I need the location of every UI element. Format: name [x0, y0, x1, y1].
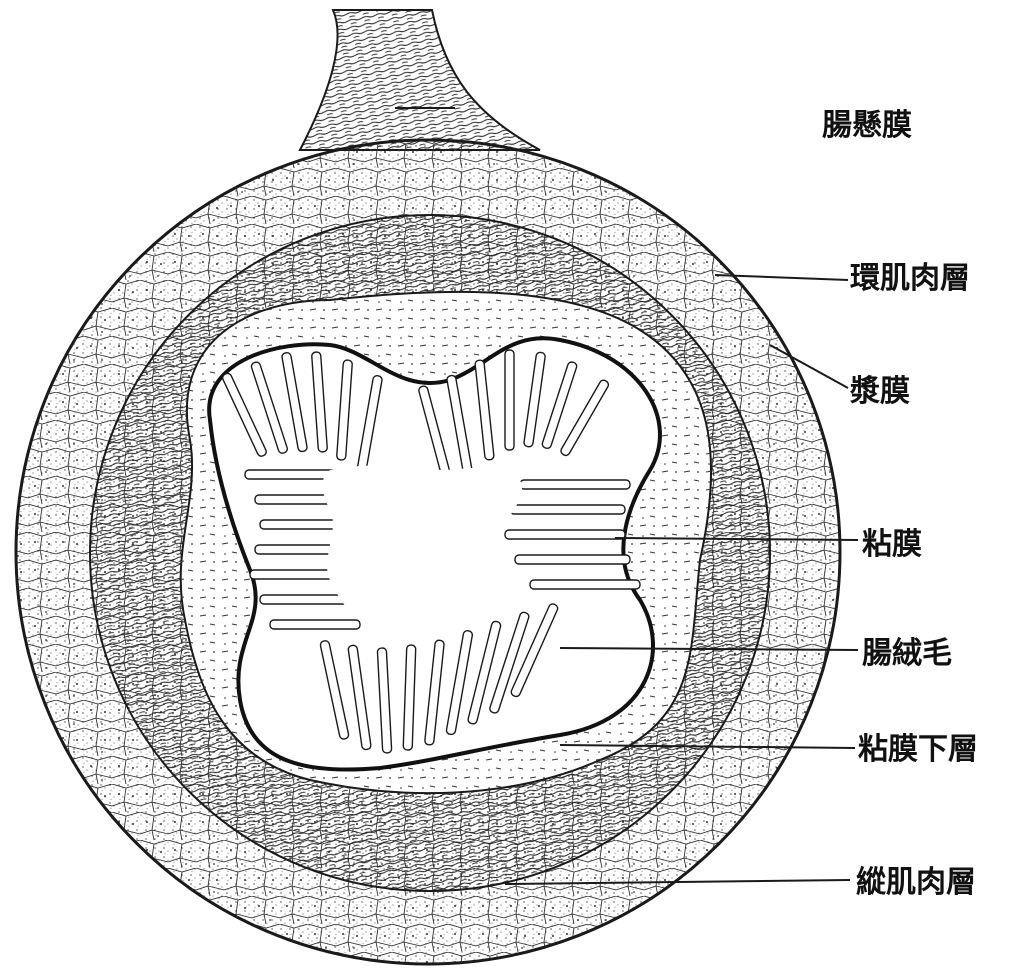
label-serosa: 漿膜: [850, 377, 910, 407]
lumen: [323, 466, 523, 633]
label-mesentery: 腸懸膜: [822, 111, 912, 141]
label-villi: 腸絨毛: [862, 639, 952, 669]
label-longitudinal-muscle: 縱肌肉層: [856, 868, 976, 898]
label-circular-muscle: 環肌肉層: [850, 264, 970, 294]
label-mucosa: 粘膜: [862, 530, 922, 560]
mesentery-stalk: [300, 10, 540, 150]
label-submucosa: 粘膜下層: [858, 735, 978, 765]
